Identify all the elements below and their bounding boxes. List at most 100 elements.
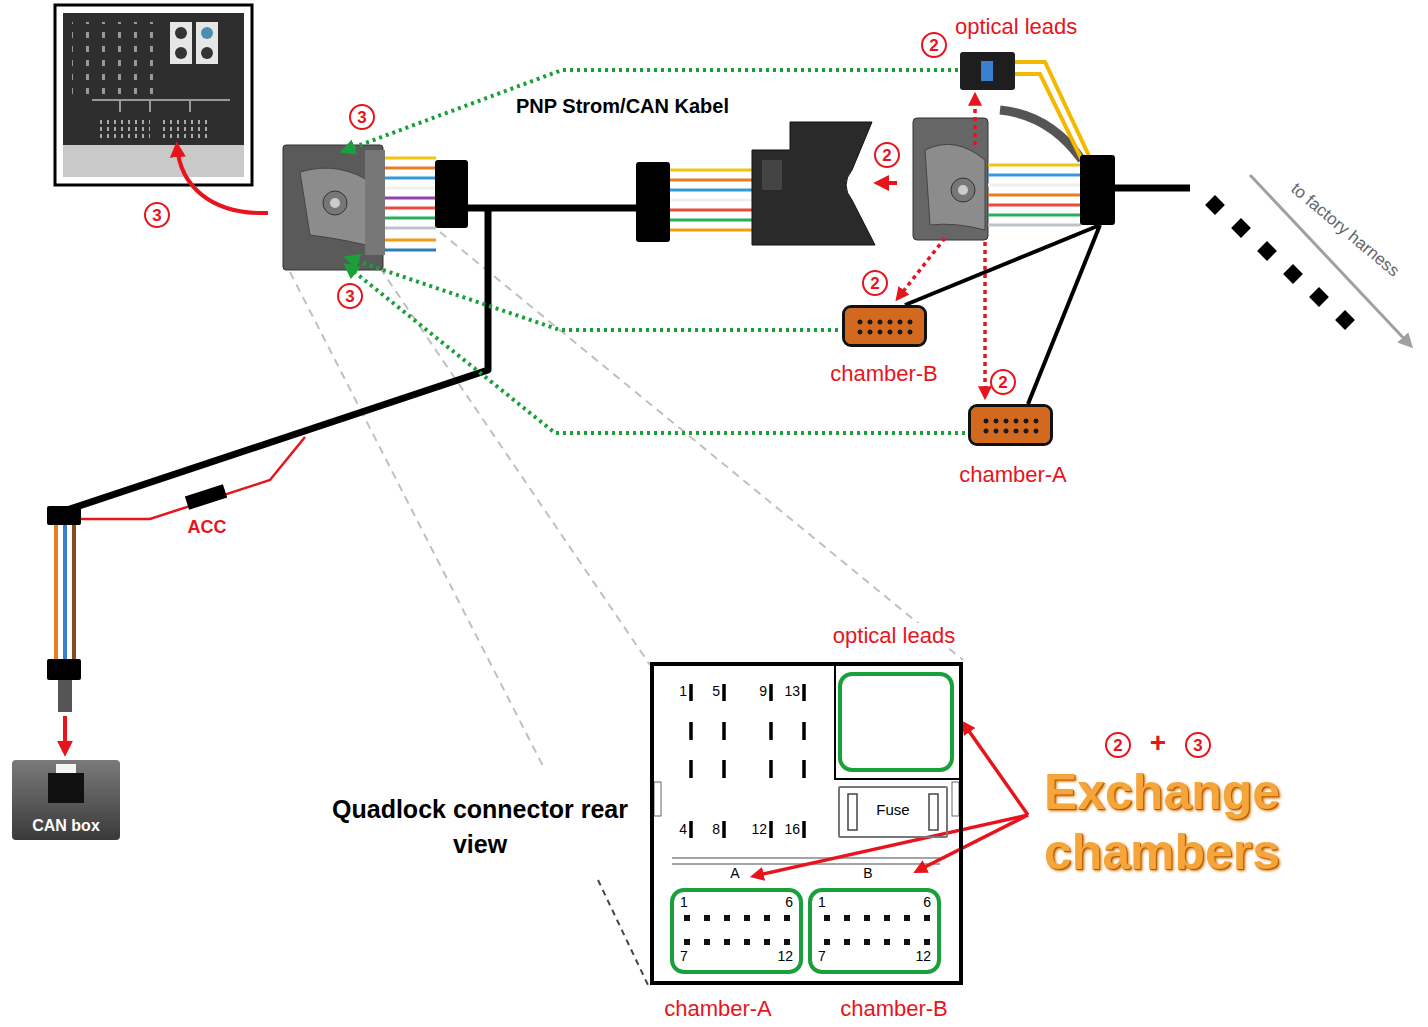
can-wires — [47, 659, 81, 680]
adapter-plug — [670, 209, 752, 212]
factory-harness-marker — [1257, 241, 1277, 261]
head-unit-photo — [100, 118, 150, 138]
direction-label: to factory harness — [1287, 179, 1403, 281]
can-wires — [47, 506, 81, 752]
head-unit-photo — [92, 100, 230, 112]
unplug-arrow — [973, 96, 977, 145]
factory-plug — [988, 204, 1081, 207]
adapter-plug — [670, 219, 752, 222]
chamber-slot: 16712chamber-A — [670, 888, 803, 974]
quadlock-plug — [385, 207, 436, 210]
exchange-arrow — [754, 815, 1028, 876]
acc-wire — [80, 437, 305, 519]
part-label: chamber-A — [959, 462, 1067, 487]
callout-circle: 3 — [144, 202, 170, 228]
chamber-letter: A — [730, 865, 739, 881]
cable — [468, 205, 640, 212]
quadlock-plug — [283, 145, 468, 270]
head-unit-photo — [201, 27, 213, 39]
can-wires — [63, 525, 67, 660]
quadlock-rear-view: Quadlock connector rear viewoptical lead… — [650, 662, 963, 985]
device-label: CAN box — [32, 817, 100, 835]
factory-plug — [988, 224, 1081, 227]
factory-plug — [925, 144, 985, 230]
factory-plug — [1015, 62, 1090, 160]
head-unit-photo — [160, 118, 210, 138]
pin-number: 13 — [784, 683, 800, 699]
part-label: chamber-B — [840, 996, 948, 1021]
leader-line — [290, 272, 545, 770]
pin-number: 12 — [915, 948, 931, 964]
part-label: optical leads — [830, 623, 958, 648]
acc-wire — [80, 437, 305, 519]
quadlock-plug — [330, 198, 340, 208]
factory-plug — [988, 174, 1081, 177]
cable — [52, 188, 1190, 515]
pin-number: 12 — [751, 821, 767, 837]
callout-circle: 3 — [349, 104, 375, 130]
chamber-letter: B — [863, 865, 872, 881]
factory-plug — [988, 164, 1081, 167]
factory-harness-marker — [1231, 218, 1251, 238]
quadlock-plug — [385, 239, 436, 242]
quadlock-plug — [323, 191, 347, 215]
factory-plug — [958, 185, 968, 195]
view-title: Quadlock connector rear view — [330, 792, 630, 862]
head-unit-photo — [170, 22, 192, 64]
quadlock-detail — [952, 782, 959, 816]
quadlock-detail — [691, 684, 804, 838]
callout-circle: 2 — [990, 369, 1016, 395]
insert-arrow — [177, 146, 268, 213]
can-wires — [72, 525, 76, 660]
optical-connector: optical leads — [960, 52, 1015, 90]
part-label: chamber-A — [664, 996, 772, 1021]
exchange-arrow — [964, 724, 1028, 815]
pin-number: 7 — [818, 948, 826, 964]
quadlock-plug — [385, 217, 436, 220]
factory-harness-marker — [1309, 287, 1329, 307]
pin-number: 1 — [679, 683, 687, 699]
callout-number: 2 — [870, 275, 879, 292]
adapter-plug — [670, 169, 752, 172]
head-unit-photo — [55, 5, 252, 185]
quadlock-detail — [684, 915, 790, 945]
quadlock-plug — [385, 177, 436, 180]
part-label: Fuse — [876, 801, 909, 818]
unplug-arrow — [898, 238, 945, 298]
head-unit-photo — [63, 13, 244, 177]
wire-name: ACC — [188, 517, 227, 538]
pin-number: 7 — [680, 948, 688, 964]
factory-plug — [951, 178, 975, 202]
callout-circle: 2 — [1105, 732, 1131, 758]
cable — [52, 208, 488, 515]
factory-plug — [988, 214, 1081, 217]
head-unit-photo — [175, 47, 187, 59]
adapter-plug — [670, 199, 752, 202]
factory-harness-marker — [1205, 195, 1225, 215]
pin-number: 1 — [818, 894, 826, 910]
head-unit-photo — [55, 5, 252, 185]
callout-number: 2 — [882, 147, 891, 164]
adapter-plug — [752, 122, 875, 245]
plug-in-arrow — [344, 70, 965, 433]
can-wires — [54, 525, 58, 660]
factory-plug — [1080, 155, 1115, 225]
callout-number: 2 — [1113, 737, 1122, 754]
fuse-slot: Fuse — [838, 786, 948, 838]
adapter-plug — [670, 189, 752, 192]
callout-circle: 2 — [921, 32, 947, 58]
pin-number: 4 — [679, 821, 687, 837]
quadlock-detail — [929, 794, 938, 830]
can-wires — [47, 506, 81, 525]
plug-in-arrow — [344, 70, 958, 151]
exchange-arrow — [754, 724, 1028, 876]
callout-circle: 2 — [862, 270, 888, 296]
adapter-plug — [670, 179, 752, 182]
pin-number: 6 — [923, 894, 931, 910]
head-unit-photo — [175, 27, 187, 39]
factory-harness-marker — [1335, 310, 1355, 330]
callout-number: 3 — [345, 288, 354, 305]
factory-harness-marker — [1205, 175, 1410, 345]
part-label: optical leads — [955, 14, 1077, 39]
pin-number: 5 — [712, 683, 720, 699]
